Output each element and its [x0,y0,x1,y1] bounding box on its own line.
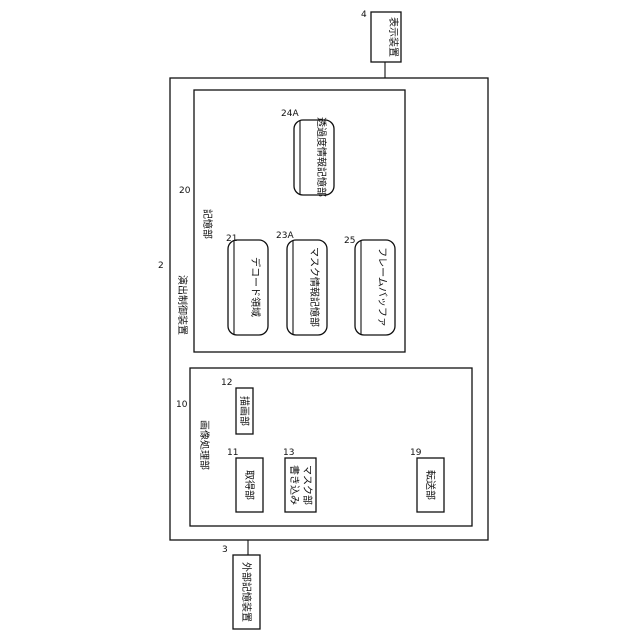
external-storage-device: 外部記憶装置 3 [222,545,260,629]
frame-buffer-ref: 25 [344,236,355,246]
write-mask-unit: 書き込み マスク部 13 [283,448,316,512]
acquisition-unit-label: 取得部 [243,470,256,500]
image-processing-label: 画像処理部 [198,420,211,470]
external-storage-ref: 3 [222,545,228,555]
transparency-storage-label: 透過度情報記憶部 [315,117,328,197]
transparency-storage-ref: 24A [281,109,299,119]
display-device: 表示装置 4 [361,10,401,62]
drawing-unit-ref: 12 [221,378,232,388]
decode-area-ref: 21 [226,234,237,244]
display-device-label: 表示装置 [387,17,400,57]
decode-area-label: デコード領域 [249,257,262,317]
acquisition-unit-ref: 11 [227,448,238,458]
decode-area-disk: デコード領域 21 [226,234,268,335]
transfer-unit-ref: 19 [410,448,422,458]
storage-unit-ref: 20 [179,186,191,196]
image-processing-ref: 10 [176,400,188,410]
display-device-ref: 4 [361,10,367,20]
storage-unit-label: 記憶部 [201,209,214,239]
write-mask-label-line1: 書き込み [288,465,301,505]
presentation-control-label: 演出制御装置 [176,275,189,335]
transfer-unit-label: 転送部 [424,470,437,500]
write-mask-label-line2: マスク部 [301,465,314,505]
external-storage-label: 外部記憶装置 [240,562,253,622]
frame-buffer-label: フレームバッファ [376,247,388,327]
mask-storage-ref: 23A [276,231,294,241]
write-mask-ref: 13 [283,448,294,458]
mask-storage-label: マスク情報記憶部 [308,247,321,327]
presentation-control-ref: 2 [158,261,164,271]
drawing-unit-label: 描画部 [238,396,251,426]
